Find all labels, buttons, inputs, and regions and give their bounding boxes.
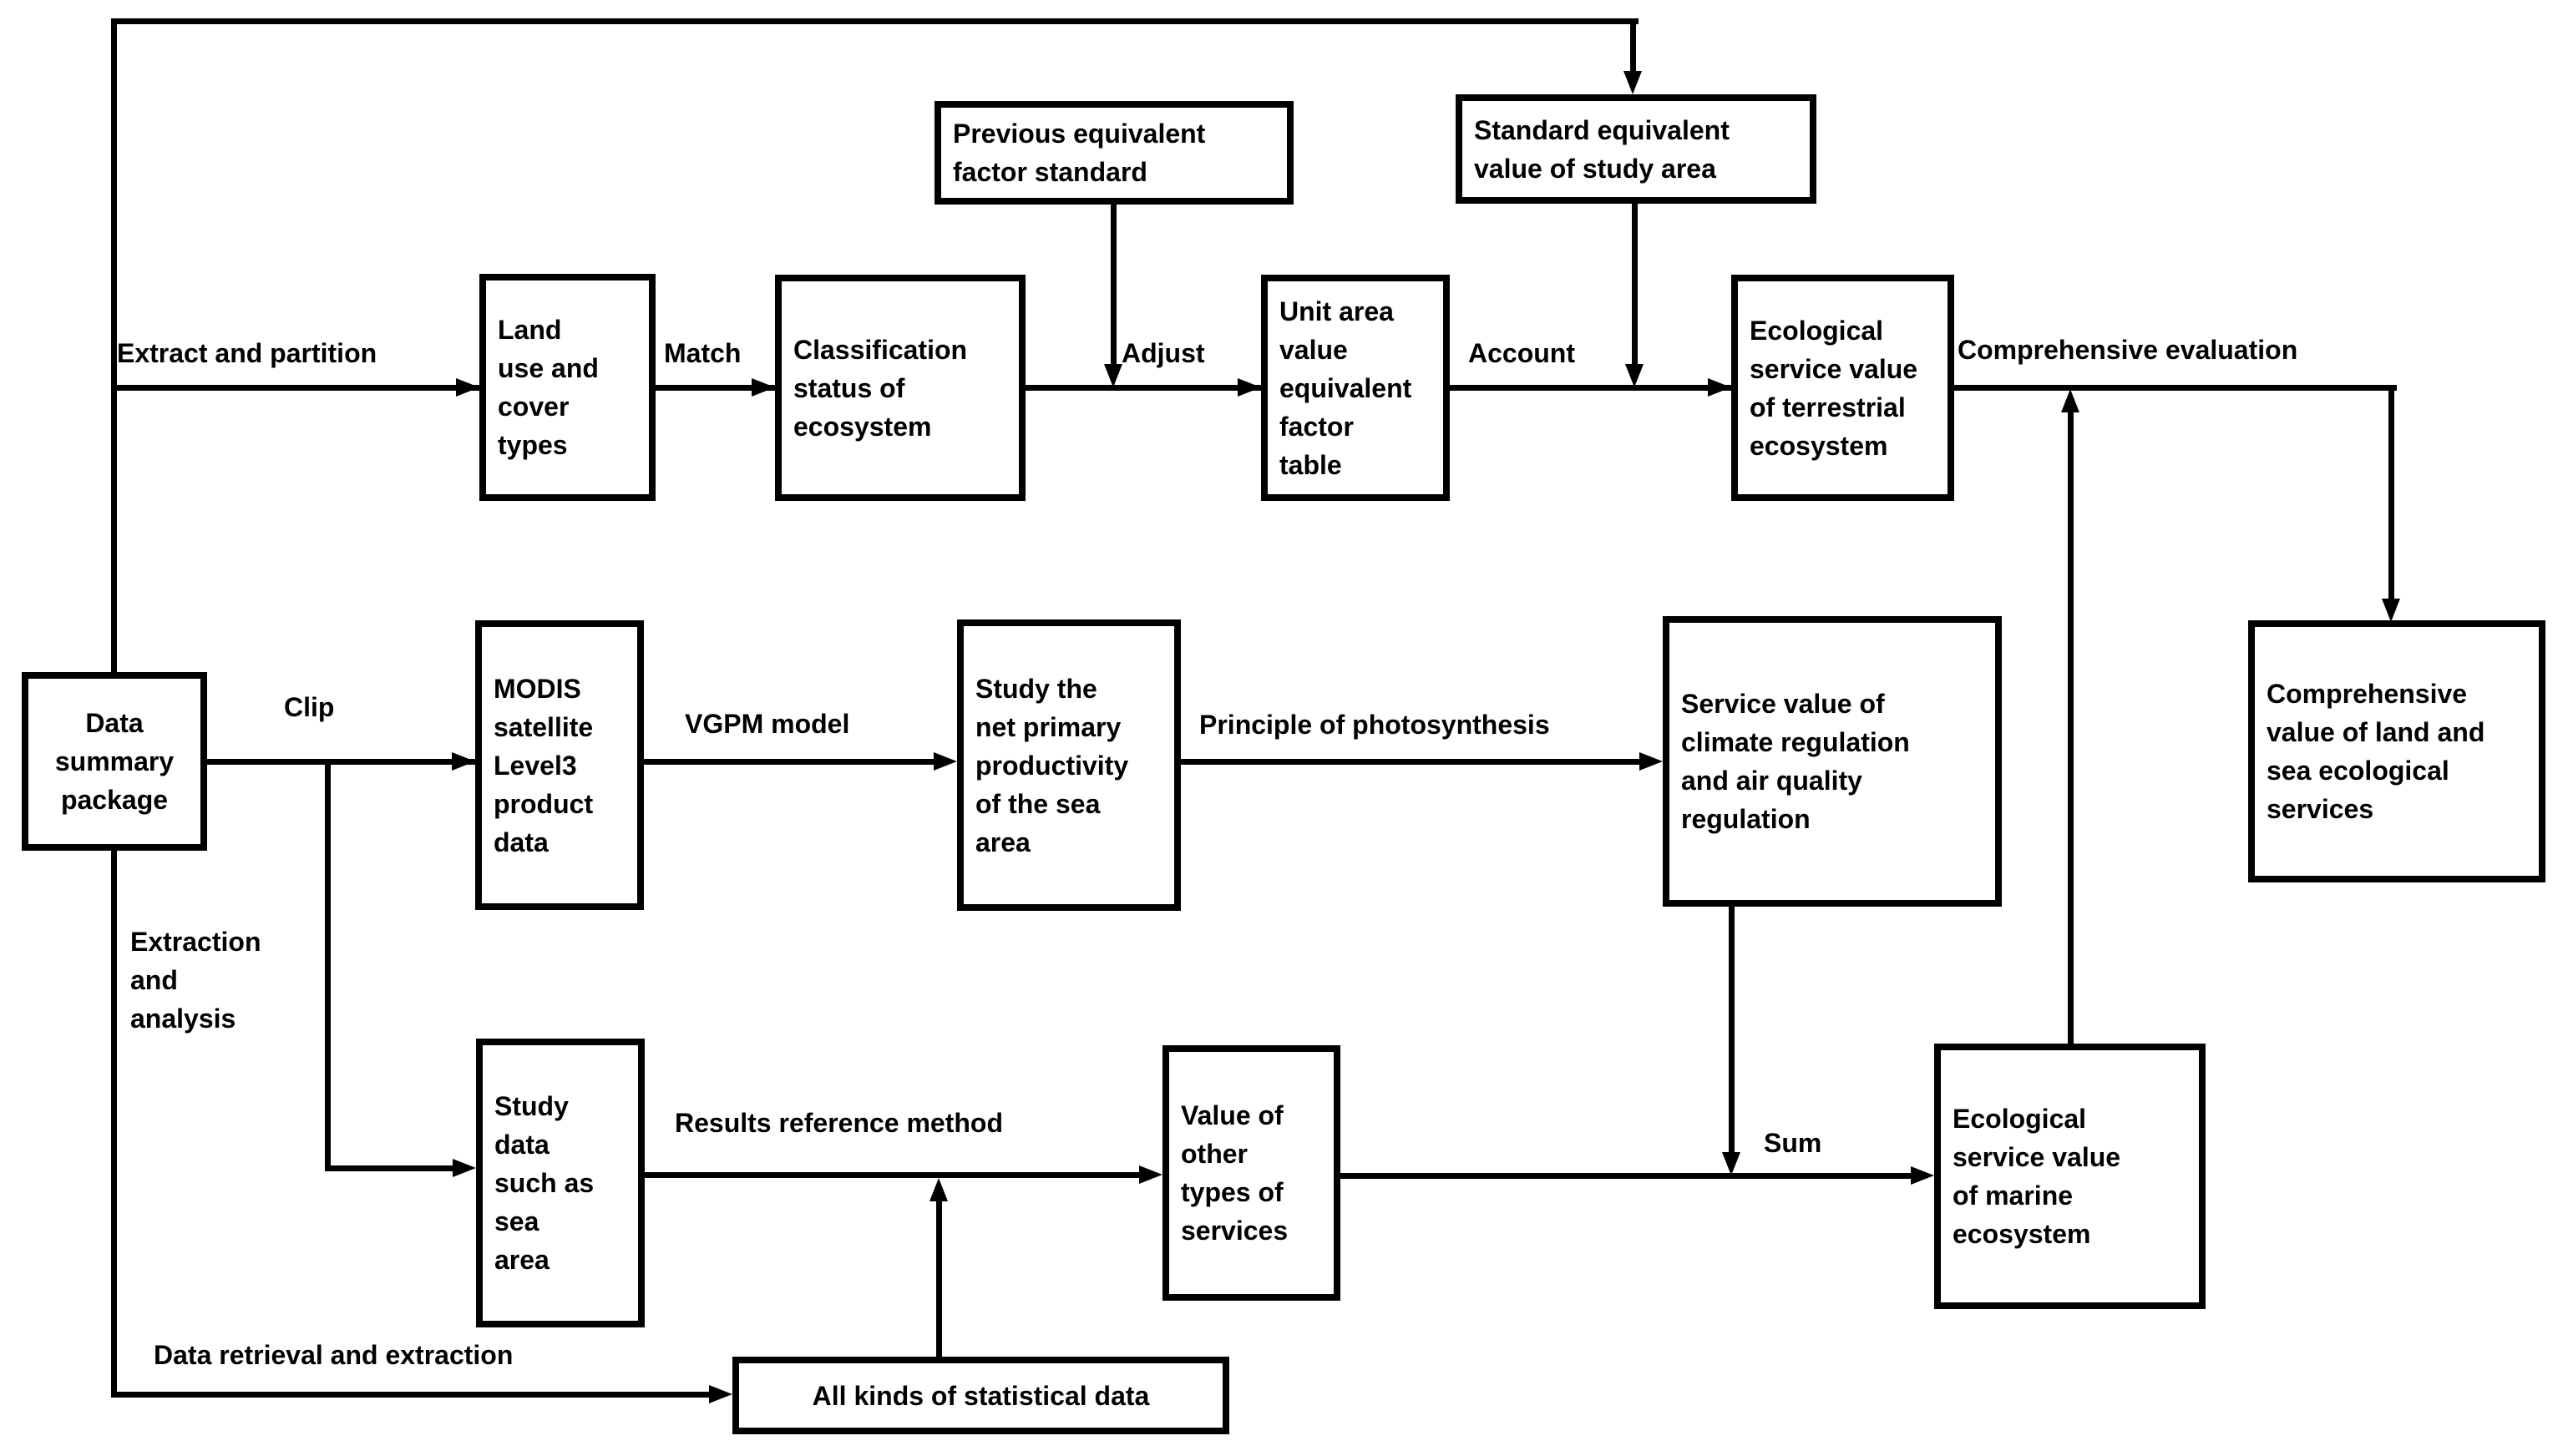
box-comprehensive-value-text: Comprehensive value of land and sea ecol… [2267,679,2485,824]
box-modis-data: MODIS satellite Level3 product data [475,620,644,910]
box-data-summary-package: Data summary package [22,672,207,851]
line-account [1450,385,1731,391]
box-study-npp-text: Study the net primary productivity of th… [975,673,1129,857]
arrowhead-into-statistical [709,1385,732,1403]
arrowhead-down-sum [1722,1152,1740,1175]
arrowhead-into-study-npp [934,752,957,771]
box-service-value-climate-air: Service value of climate regulation and … [1663,616,2002,907]
arrowhead-up-marine-to-evaluation [2061,389,2079,412]
box-classification-status: Classification status of ecosystem [775,275,1026,501]
box-classification-status-text: Classification status of ecosystem [793,334,968,442]
box-modis-data-text: MODIS satellite Level3 product data [494,673,594,857]
label-comprehensive-evaluation: Comprehensive evaluation [1958,335,2298,365]
line-elbow-to-study-data [325,1165,458,1171]
label-vgpm-model: VGPM model [685,709,850,739]
box-standard-equivalent-value: Standard equivalent value of study area [1456,94,1816,204]
arrowhead-down-adjust [1104,364,1122,387]
box-value-other-services: Value of other types of services [1162,1045,1340,1301]
arrowhead-into-unit-area [1238,378,1261,397]
line-sum [1340,1173,1920,1179]
arrowhead-into-value-other [1139,1165,1162,1184]
arrowhead-into-study-data [453,1159,476,1177]
line-evaluation-corner-down [2388,385,2394,600]
line-extract-partition [114,385,479,391]
arrowhead-into-modis [452,752,475,771]
box-service-value-climate-air-text: Service value of climate regulation and … [1681,689,1910,834]
arrowhead-into-classification [752,378,775,397]
arrowhead-into-comprehensive-value [2382,599,2400,622]
arrowhead-down-account [1625,364,1644,387]
line-clip [205,759,480,765]
box-terrestrial-esv-text: Ecological service value of terrestrial … [1750,315,1918,461]
label-results-reference-method: Results reference method [675,1108,1004,1138]
box-standard-equivalent-value-text: Standard equivalent value of study area [1474,114,1730,184]
arrowhead-up-statistical [929,1178,948,1201]
line-match [655,385,775,391]
arrowhead-into-marine [1911,1166,1934,1185]
line-top-rail [111,18,1639,24]
box-unit-area-value-table: Unit area value equivalent factor table [1261,275,1450,501]
label-principle-of-photosynthesis: Principle of photosynthesis [1199,710,1550,740]
label-clip: Clip [284,692,335,722]
line-photosynthesis [1180,759,1652,765]
line-previous-factor-down [1111,204,1117,366]
label-sum: Sum [1764,1128,1822,1158]
line-into-standard-equivalent [1630,21,1636,73]
box-unit-area-value-table-text: Unit area value equivalent factor table [1279,296,1412,480]
box-study-data-sea-area-text: Study data such as sea area [494,1091,595,1275]
label-extract-and-partition: Extract and partition [117,338,377,368]
line-data-retrieval [114,1392,718,1398]
line-service-value-down [1729,907,1735,1154]
box-comprehensive-value: Comprehensive value of land and sea ecol… [2248,620,2545,882]
box-statistical-data-text: All kinds of statistical data [812,1380,1150,1411]
box-marine-esv: Ecological service value of marine ecosy… [1934,1044,2206,1309]
line-comprehensive-evaluation [1954,385,2397,391]
box-marine-esv-text: Ecological service value of marine ecosy… [1953,1104,2121,1249]
label-match: Match [664,338,742,368]
label-adjust: Adjust [1122,338,1205,368]
arrowhead-into-land-use [456,378,479,397]
box-data-summary-package-text: Data summary package [54,708,175,815]
box-study-data-sea-area: Study data such as sea area [476,1039,645,1327]
box-value-other-services-text: Value of other types of services [1181,1100,1289,1246]
arrowhead-into-service-value [1639,752,1663,771]
line-vgpm-model [643,759,944,765]
box-previous-factor-standard: Previous equivalent factor standard [935,101,1294,205]
box-statistical-data: All kinds of statistical data [732,1357,1229,1434]
label-extraction-and-analysis: Extraction and analysis [130,927,261,1034]
line-standard-equivalent-down [1632,203,1638,366]
line-adjust [1025,385,1261,391]
line-clip-branch-down [325,759,331,1171]
arrowhead-into-terrestrial [1708,378,1731,397]
line-marine-up [2068,411,2074,1047]
arrowhead-down-standard-equivalent [1623,71,1642,94]
label-data-retrieval-and-extraction: Data retrieval and extraction [154,1340,514,1370]
line-results-reference [644,1172,1145,1178]
box-study-npp: Study the net primary productivity of th… [957,619,1181,911]
box-land-use-cover-types: Land use and cover types [479,274,656,501]
label-account: Account [1468,338,1575,368]
line-statistical-up [936,1200,942,1358]
box-terrestrial-esv: Ecological service value of terrestrial … [1731,275,1954,501]
box-previous-factor-standard-text: Previous equivalent factor standard [953,119,1206,187]
box-land-use-cover-types-text: Land use and cover types [498,315,599,460]
